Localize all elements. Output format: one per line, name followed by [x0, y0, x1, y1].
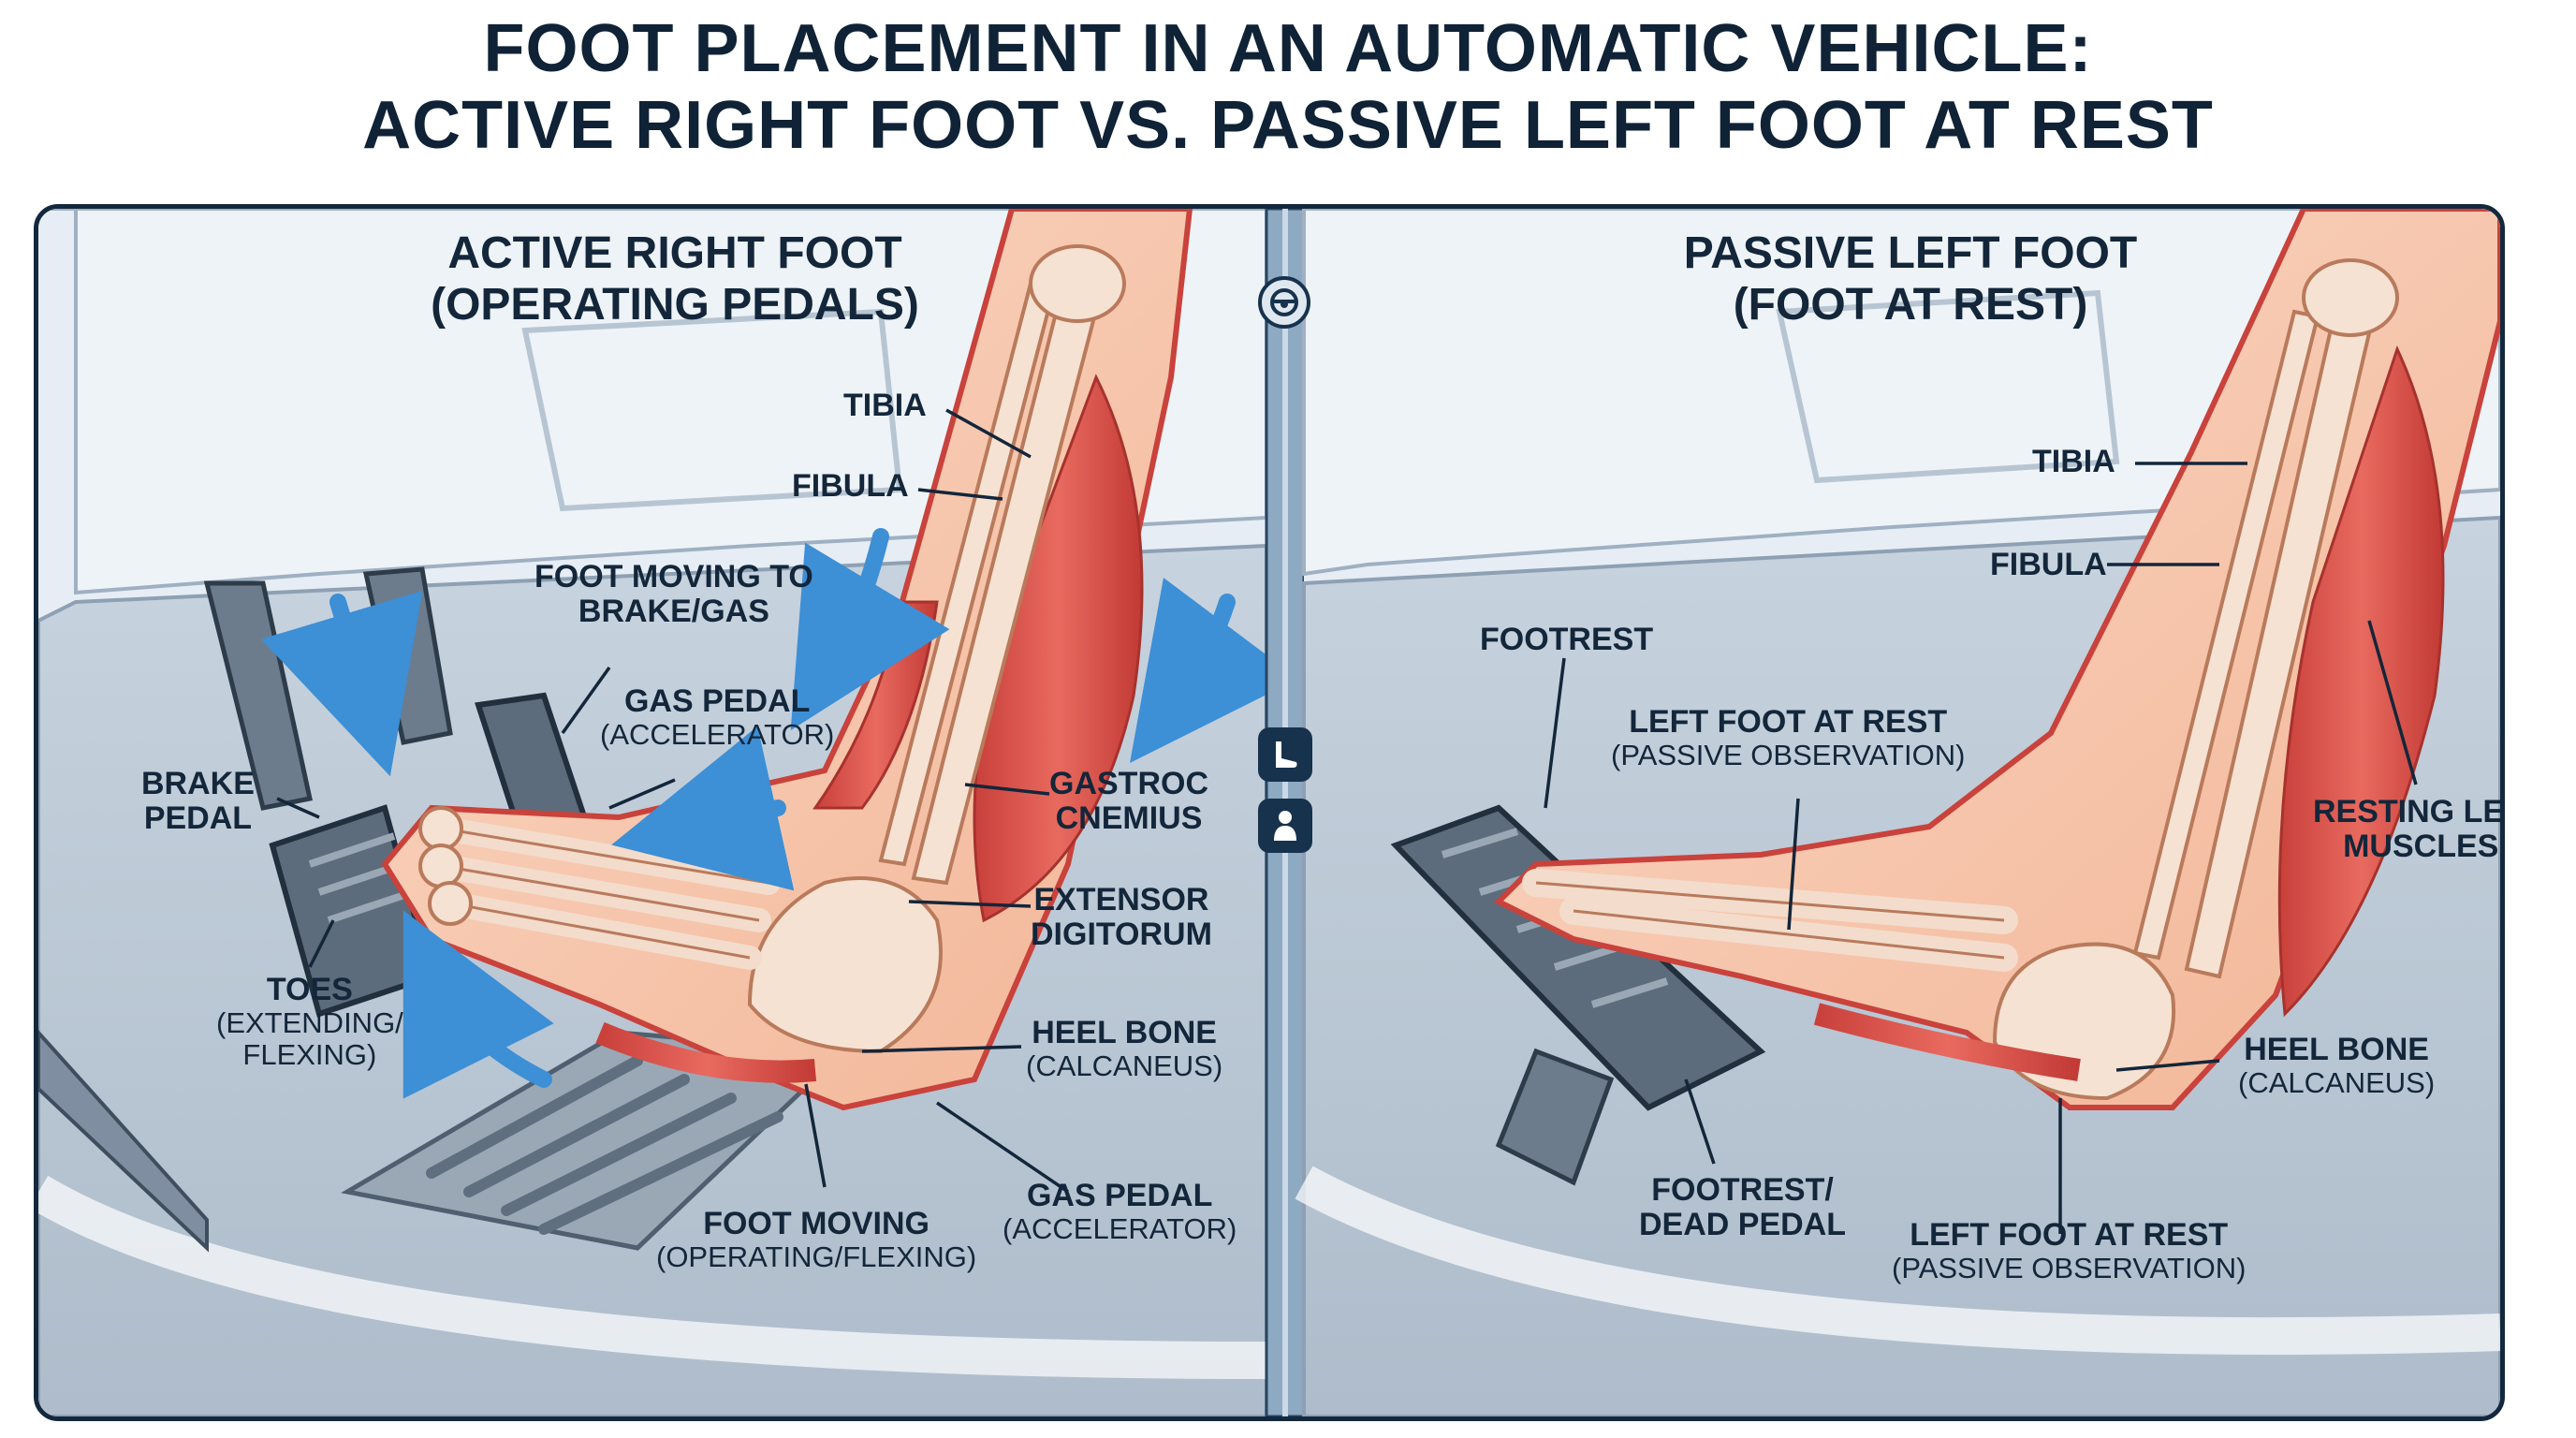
- label-gastrocnemius: GASTROC CNEMIUS: [1049, 766, 1208, 837]
- label-gas-pedal-top: GAS PEDAL (ACCELERATOR): [600, 683, 835, 752]
- label-brake-pedal: BRAKE PEDAL: [141, 766, 255, 837]
- brake-line2: PEDAL: [143, 800, 253, 837]
- label-heel-left: HEEL BONE (CALCANEUS): [1026, 1015, 1223, 1083]
- extensor-line1: EXTENSOR: [1033, 882, 1209, 917]
- gas-pedal-bottom-title: GAS PEDAL: [1026, 1178, 1213, 1213]
- toes-line3: FLEXING): [242, 1038, 377, 1072]
- left-leader-lines: [276, 408, 1069, 1194]
- right-panel: [1295, 209, 2500, 1416]
- label-extensor-digitorum: EXTENSOR DIGITORUM: [1031, 882, 1212, 953]
- diagram-frame: ACTIVE RIGHT FOOT (OPERATING PEDALS) TIB…: [34, 204, 2505, 1421]
- page-title-line2: ACTIVE RIGHT FOOT VS. PASSIVE LEFT FOOT …: [362, 88, 2214, 163]
- gastroc-line2: CNEMIUS: [1055, 800, 1203, 837]
- label-left-foot-rest-top: LEFT FOOT AT REST (PASSIVE OBSERVATION): [1611, 704, 1966, 772]
- label-left-foot-rest-bottom: LEFT FOOT AT REST (PASSIVE OBSERVATION): [1892, 1217, 2247, 1285]
- label-tibia-left: TIBIA: [843, 388, 927, 423]
- right-heading-line1: PASSIVE LEFT FOOT: [1683, 228, 2138, 278]
- right-panel-heading: PASSIVE LEFT FOOT (FOOT AT REST): [1630, 227, 2191, 330]
- motion-arrows: [260, 528, 1298, 1099]
- gastroc-line1: GASTROC: [1049, 766, 1208, 801]
- label-toes: TOES (EXTENDING/ FLEXING): [216, 972, 403, 1072]
- left-foot-rest-line2: (PASSIVE OBSERVATION): [1611, 739, 1966, 772]
- page-title-line1: FOOT PLACEMENT IN AN AUTOMATIC VEHICLE:: [483, 11, 2093, 86]
- toes-line1: TOES: [266, 972, 353, 1007]
- label-foot-moving-top: FOOT MOVING TO BRAKE/GAS: [534, 559, 813, 630]
- left-leg: [1493, 209, 2500, 1110]
- label-gas-pedal-bottom: GAS PEDAL (ACCELERATOR): [1003, 1178, 1237, 1246]
- foot-icon: [1258, 727, 1312, 782]
- resting-line1: RESTING LEG: [2313, 794, 2505, 829]
- driver-icon: [1258, 799, 1312, 853]
- heel-left-sub: (CALCANEUS): [1026, 1049, 1223, 1083]
- left-heading-line2: (OPERATING PEDALS): [431, 280, 919, 330]
- gas-pedal-bottom-sub: (ACCELERATOR): [1003, 1212, 1237, 1246]
- steering-wheel-icon: [1258, 276, 1310, 329]
- heel-right-sub: (CALCANEUS): [2238, 1066, 2436, 1100]
- label-tibia-right: TIBIA: [2032, 444, 2115, 479]
- heel-right-title: HEEL BONE: [2244, 1032, 2429, 1067]
- heel-left-title: HEEL BONE: [1032, 1015, 1217, 1050]
- right-leader-lines: [1544, 462, 2418, 1234]
- brake-line1: BRAKE: [141, 766, 255, 801]
- label-foot-moving-bottom: FOOT MOVING (OPERATING/FLEXING): [656, 1206, 977, 1274]
- gas-pedal-top-title: GAS PEDAL: [623, 683, 811, 719]
- label-resting-muscles: RESTING LEG MUSCLES: [2313, 794, 2505, 865]
- gas-pedal-top-sub: (ACCELERATOR): [600, 718, 835, 752]
- left-panel: [38, 209, 1298, 1416]
- left-foot-rest-line1: LEFT FOOT AT REST: [1629, 704, 1948, 740]
- diagram-scene: [38, 209, 2500, 1416]
- left-heading-line1: ACTIVE RIGHT FOOT: [447, 228, 902, 278]
- label-dead-pedal: FOOTREST/ DEAD PEDAL: [1639, 1172, 1847, 1243]
- right-heading-line2: (FOOT AT REST): [1733, 280, 2088, 330]
- foot-moving-bottom-title: FOOT MOVING: [703, 1206, 929, 1241]
- left-foot-bottom-title: LEFT FOOT AT REST: [1910, 1217, 2229, 1253]
- dead-pedal-line1: FOOTREST/: [1651, 1172, 1834, 1208]
- foot-moving-line1: FOOT MOVING TO: [534, 559, 813, 594]
- extensor-line2: DIGITORUM: [1031, 917, 1212, 953]
- label-fibula-right: FIBULA: [1990, 547, 2107, 582]
- left-panel-heading: ACTIVE RIGHT FOOT (OPERATING PEDALS): [394, 227, 956, 330]
- label-heel-right: HEEL BONE (CALCANEUS): [2238, 1032, 2436, 1100]
- dead-pedal-line2: DEAD PEDAL: [1639, 1207, 1847, 1243]
- foot-moving-line2: BRAKE/GAS: [578, 594, 769, 630]
- foot-moving-bottom-sub: (OPERATING/FLEXING): [656, 1240, 977, 1274]
- left-foot-bottom-sub: (PASSIVE OBSERVATION): [1892, 1252, 2247, 1285]
- label-footrest: FOOTREST: [1480, 622, 1654, 657]
- footrest-pedal: [1390, 804, 1766, 1186]
- label-fibula-left: FIBULA: [792, 468, 909, 504]
- resting-line2: MUSCLES: [2343, 829, 2499, 865]
- toes-line2: (EXTENDING/: [216, 1006, 403, 1040]
